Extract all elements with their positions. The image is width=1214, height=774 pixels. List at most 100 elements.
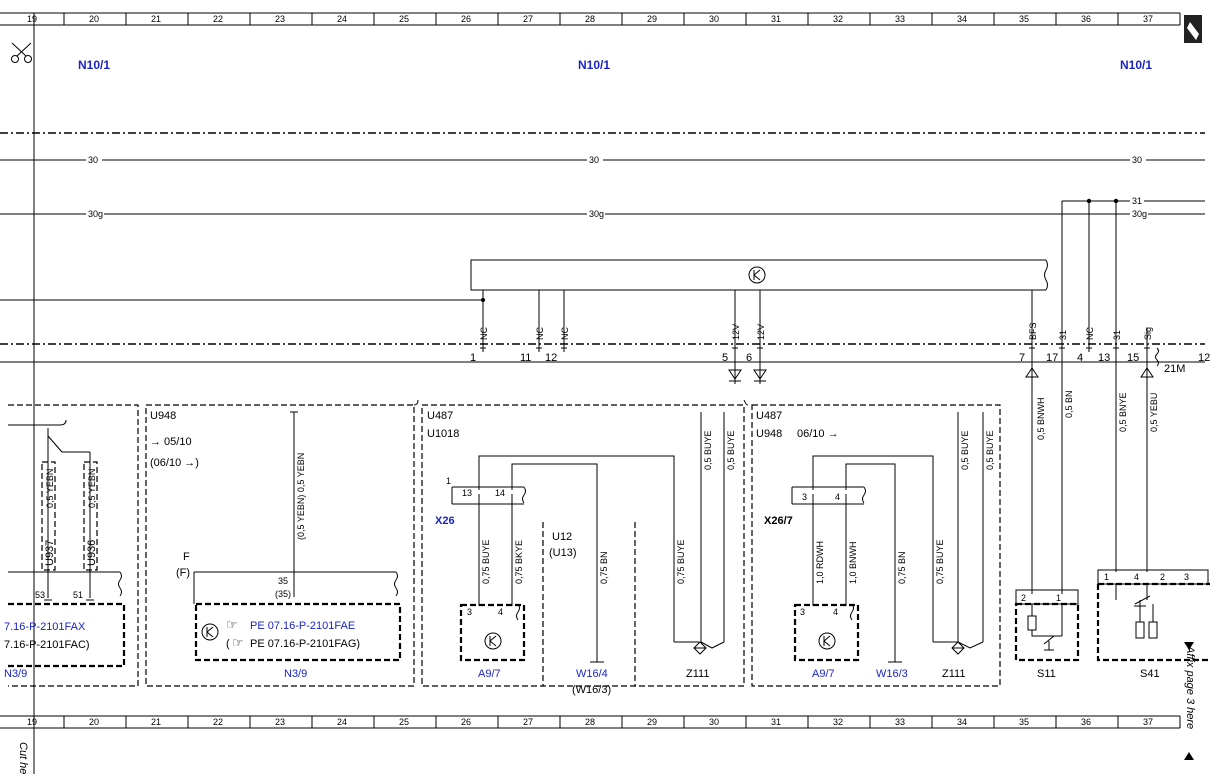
block-u937-u936: 0,5 YEBN 0,5 YEBN U937 U936 53 51 7.16-P… xyxy=(4,404,139,687)
svg-text:0,5 BNYE: 0,5 BNYE xyxy=(1118,392,1128,432)
svg-text:NC: NC xyxy=(560,327,570,340)
svg-text:06/10 →: 06/10 → xyxy=(797,428,839,440)
svg-text:12: 12 xyxy=(1198,352,1210,364)
svg-text:4: 4 xyxy=(835,492,840,502)
column-ruler-top xyxy=(0,12,1180,26)
svg-text:NC: NC xyxy=(479,327,489,340)
svg-text:(W16/3): (W16/3) xyxy=(572,684,611,696)
svg-text:U12: U12 xyxy=(552,531,572,543)
column-number: 35 xyxy=(1019,717,1029,727)
svg-text:15: 15 xyxy=(1127,352,1139,364)
bus-31: 31 30g xyxy=(1061,196,1205,352)
pointing-hand-icon: ☞ xyxy=(232,635,244,650)
svg-text:NC: NC xyxy=(535,327,545,340)
svg-text:S11: S11 xyxy=(1037,668,1056,680)
svg-text:3: 3 xyxy=(800,607,805,617)
column-number: 23 xyxy=(275,717,285,727)
svg-text:0,75 BUYE: 0,75 BUYE xyxy=(676,539,686,584)
svg-text:3: 3 xyxy=(1184,572,1189,582)
svg-text:30: 30 xyxy=(88,155,98,165)
column-number: 20 xyxy=(89,717,99,727)
right-signal-lines: 0,5 BNWH 0,5 BN 0,5 BNYE 0,5 YEBU xyxy=(1025,352,1159,594)
svg-text:F: F xyxy=(183,551,190,563)
svg-text:31: 31 xyxy=(1058,330,1068,340)
svg-text:30: 30 xyxy=(1132,155,1142,165)
svg-text:PE 07.16-P-2101FAG): PE 07.16-P-2101FAG) xyxy=(250,638,360,650)
svg-text:3: 3 xyxy=(467,607,472,617)
svg-text:U948: U948 xyxy=(150,410,176,422)
svg-text:30g: 30g xyxy=(589,209,604,219)
svg-text:0,75 BUYE: 0,75 BUYE xyxy=(935,539,945,584)
svg-text:X26/7: X26/7 xyxy=(764,515,793,527)
svg-text:4: 4 xyxy=(1077,352,1083,364)
svg-text:3: 3 xyxy=(802,492,807,502)
column-number: 25 xyxy=(399,14,409,24)
column-number: 25 xyxy=(399,717,409,727)
column-number: 26 xyxy=(461,14,471,24)
svg-text:S41: S41 xyxy=(1140,668,1160,680)
switch-s41: 1 4 2 3 S41 xyxy=(1096,569,1210,680)
svg-text:PE 07.16-P-2101FAE: PE 07.16-P-2101FAE xyxy=(250,620,355,632)
svg-text:11: 11 xyxy=(520,352,531,364)
svg-text:30g: 30g xyxy=(1132,209,1147,219)
connector-pin-numbers: 1 11 12 5 6 7 17 4 13 15 21M 12 xyxy=(470,352,1210,375)
column-number: 24 xyxy=(337,14,347,24)
svg-text:1,0 RDWH: 1,0 RDWH xyxy=(815,541,825,584)
svg-text:14: 14 xyxy=(495,488,505,498)
svg-text:X26: X26 xyxy=(435,515,455,527)
transistor-icon xyxy=(201,623,219,641)
svg-text:13: 13 xyxy=(1098,352,1110,364)
svg-text:U936: U936 xyxy=(86,540,98,566)
svg-text:53: 53 xyxy=(35,590,45,600)
column-number: 33 xyxy=(895,14,905,24)
svg-text:U1018: U1018 xyxy=(427,428,459,440)
module-label-left: N10/1 xyxy=(78,58,110,72)
column-number: 31 xyxy=(771,717,781,727)
svg-text:4: 4 xyxy=(498,607,503,617)
column-number: 22 xyxy=(213,717,223,727)
module-label-right: N10/1 xyxy=(1120,58,1152,72)
affix-page-label: Affix page 3 here xyxy=(1184,645,1196,729)
svg-text:0,5 BNWH: 0,5 BNWH xyxy=(1036,397,1046,440)
column-number: 28 xyxy=(585,14,595,24)
svg-text:31: 31 xyxy=(1112,330,1122,340)
svg-text:0,75 BUYE: 0,75 BUYE xyxy=(481,539,491,584)
svg-text:0,75 BKYE: 0,75 BKYE xyxy=(514,540,524,584)
column-number: 32 xyxy=(833,717,843,727)
column-number: 32 xyxy=(833,14,843,24)
column-number: 21 xyxy=(151,717,161,727)
column-number: 33 xyxy=(895,717,905,727)
svg-text:1: 1 xyxy=(1056,593,1061,603)
column-number: 37 xyxy=(1143,14,1153,24)
column-number: 26 xyxy=(461,717,471,727)
column-number: 34 xyxy=(957,14,967,24)
svg-text:U487: U487 xyxy=(756,410,782,422)
svg-text:35: 35 xyxy=(278,576,288,586)
top-pin-labels: NC NC NC 12V 12V BFS 31 NC 31 Sig xyxy=(479,322,1153,340)
svg-text:1,0 BNWH: 1,0 BNWH xyxy=(848,541,858,584)
column-number: 27 xyxy=(523,14,533,24)
page-corner-icon xyxy=(1184,15,1202,43)
svg-text:6: 6 xyxy=(746,352,752,364)
svg-text:30: 30 xyxy=(589,155,599,165)
svg-text:2: 2 xyxy=(1021,593,1026,603)
svg-text:N3/9: N3/9 xyxy=(284,668,307,680)
bus-30: 30 30 30 xyxy=(0,155,1205,165)
svg-text:0,5 BUYE: 0,5 BUYE xyxy=(985,430,995,470)
transistor-icon xyxy=(818,632,836,650)
svg-text:2: 2 xyxy=(1160,572,1165,582)
svg-text:12V: 12V xyxy=(756,324,766,340)
column-number: 35 xyxy=(1019,14,1029,24)
svg-text:4: 4 xyxy=(833,607,838,617)
svg-text:31: 31 xyxy=(1132,196,1142,206)
svg-text:BFS: BFS xyxy=(1028,322,1038,340)
svg-text:U948: U948 xyxy=(756,428,782,440)
svg-text:0,5 YEBN: 0,5 YEBN xyxy=(87,469,97,508)
column-number: 34 xyxy=(957,717,967,727)
svg-text:7.16-P-2101FAC): 7.16-P-2101FAC) xyxy=(4,639,90,651)
svg-text:→ 05/10: → 05/10 xyxy=(150,436,192,448)
column-number: 19 xyxy=(27,14,37,24)
svg-text:17: 17 xyxy=(1046,352,1058,364)
svg-text:1: 1 xyxy=(1104,572,1109,582)
svg-text:A9/7: A9/7 xyxy=(812,668,835,680)
